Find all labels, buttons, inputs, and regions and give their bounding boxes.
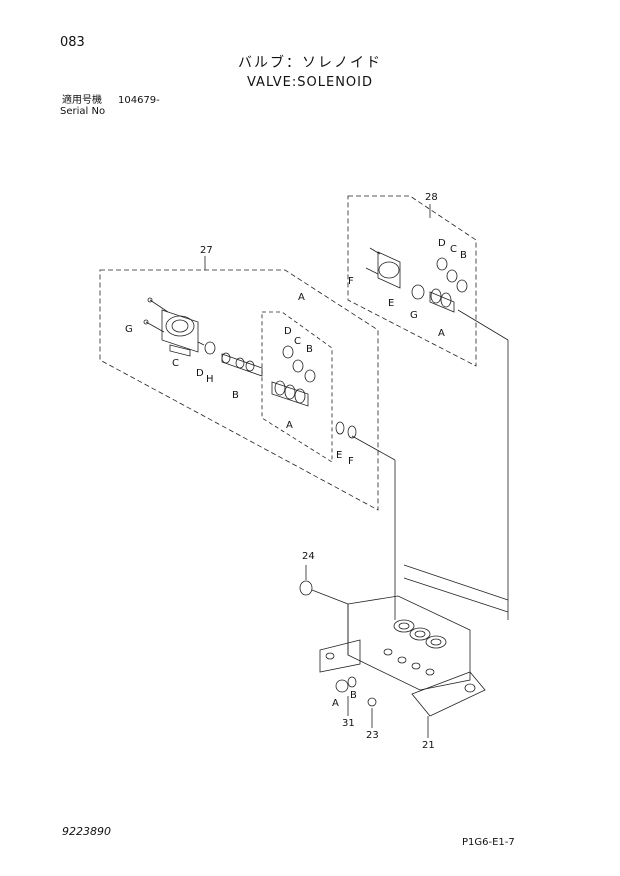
- page-title-english: VALVE:SOLENOID: [247, 75, 373, 90]
- o-ring-f: [347, 425, 357, 439]
- fitting-31: [335, 676, 357, 716]
- page-title-japanese: バルブ：ソレノイド: [238, 55, 382, 71]
- plug-23: [367, 697, 377, 728]
- callout-g-28: G: [410, 310, 418, 321]
- serial-label: 適用号機: [62, 95, 102, 106]
- pin-d: [197, 341, 205, 346]
- callout-21: 21: [422, 740, 435, 751]
- callout-f-28: F: [348, 276, 354, 287]
- callout-24: 24: [302, 551, 315, 562]
- spool-b: [221, 352, 263, 377]
- callout-b-28: B: [460, 250, 467, 261]
- callout-b-31: B: [350, 690, 357, 701]
- callout-c-28: C: [450, 244, 457, 255]
- serial-label-english: Serial No: [60, 106, 106, 117]
- callout-d-27: D: [196, 368, 204, 379]
- callout-e-28: E: [388, 298, 394, 309]
- manifold-block: [319, 595, 486, 717]
- page-number: 083: [60, 35, 85, 50]
- callout-c-a: C: [294, 336, 301, 347]
- callout-g-27: G: [125, 324, 133, 335]
- callout-28: 28: [425, 192, 438, 203]
- inner-a-outline: [261, 311, 333, 463]
- group-28-outline: [347, 195, 477, 367]
- plug-24: [299, 565, 349, 605]
- callout-a-31: A: [332, 698, 339, 709]
- callout-f-27: F: [348, 456, 354, 467]
- callout-b-a: B: [306, 344, 313, 355]
- group-27-outline: [99, 269, 379, 511]
- callout-a-bottom: A: [286, 420, 293, 431]
- serial-value: 104679-: [118, 95, 160, 106]
- o-ring-e: [335, 421, 345, 435]
- callout-27: 27: [200, 245, 213, 256]
- callout-b-27: B: [232, 390, 239, 401]
- callout-31: 31: [342, 718, 355, 729]
- callout-c-27: C: [172, 358, 179, 369]
- callout-h: H: [206, 374, 214, 385]
- callout-d-a: D: [284, 326, 292, 337]
- callout-e-27: E: [336, 450, 342, 461]
- catalog-number: 9223890: [62, 825, 111, 838]
- callout-a-top: A: [298, 292, 305, 303]
- callout-a-28: A: [438, 328, 445, 339]
- callout-d-28: D: [438, 238, 446, 249]
- solenoid-coil-28: [365, 247, 468, 313]
- cartridge-a: [271, 345, 316, 407]
- solenoid-coil-27: [143, 297, 199, 357]
- page-code: P1G6-E1-7: [462, 837, 515, 848]
- callout-23: 23: [366, 730, 379, 741]
- o-ring-h: [204, 341, 216, 355]
